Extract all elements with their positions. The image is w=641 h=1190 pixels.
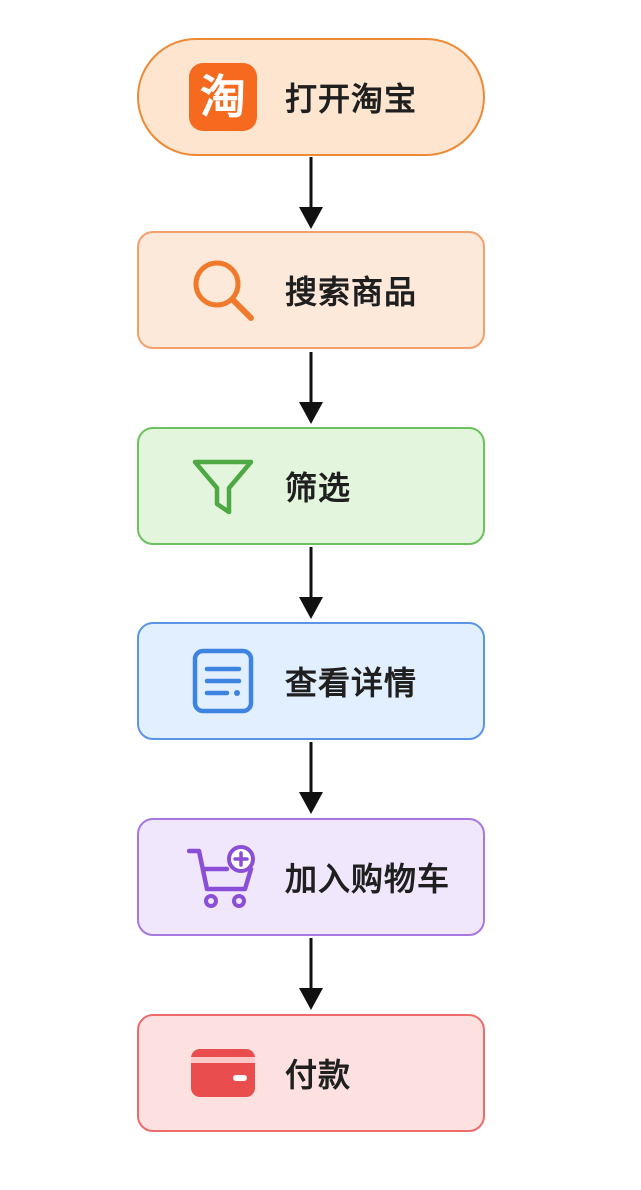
- arrow-down-icon: [299, 742, 323, 814]
- arrow-down-icon: [299, 938, 323, 1010]
- taobao-logo-icon: 淘: [187, 61, 259, 133]
- step-label: 付款: [285, 1056, 352, 1094]
- wallet-icon: [187, 1037, 259, 1109]
- arrow-down-icon: [299, 352, 323, 424]
- arrow-down-icon: [299, 157, 323, 229]
- filter-icon: [187, 450, 259, 522]
- step-label: 筛选: [285, 469, 352, 507]
- step-add-to-cart: 加入购物车: [137, 818, 485, 936]
- step-filter: 筛选: [137, 427, 485, 545]
- step-label: 查看详情: [285, 664, 418, 702]
- step-search-products: 搜索商品: [137, 231, 485, 349]
- step-label: 搜索商品: [285, 273, 418, 311]
- taobao-logo-glyph: 淘: [189, 63, 257, 131]
- step-view-details: 查看详情: [137, 622, 485, 740]
- step-pay: 付款: [137, 1014, 485, 1132]
- step-label: 加入购物车: [285, 860, 451, 898]
- search-icon: [187, 254, 259, 326]
- document-icon: [187, 645, 259, 717]
- step-label: 打开淘宝: [285, 80, 418, 118]
- arrow-down-icon: [299, 547, 323, 619]
- step-open-taobao: 淘 打开淘宝: [137, 38, 485, 156]
- add-to-cart-icon: [187, 841, 259, 913]
